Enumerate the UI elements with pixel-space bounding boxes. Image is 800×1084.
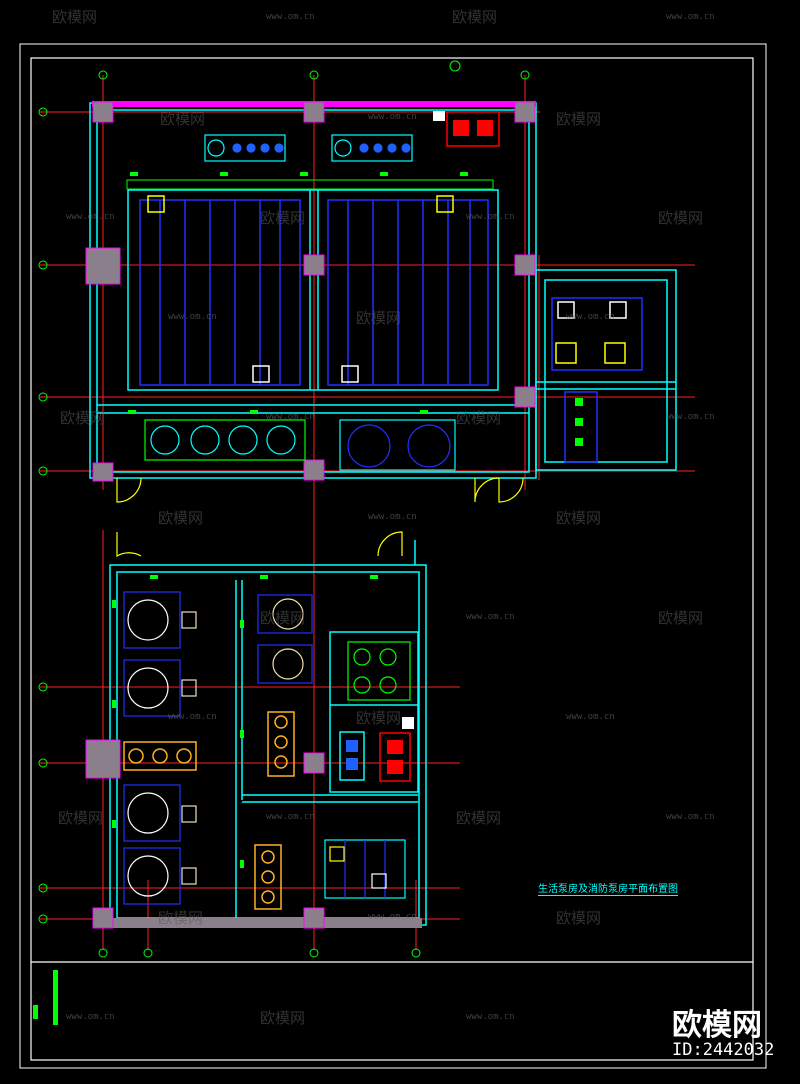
watermark-brand: 欧模网: [356, 309, 402, 327]
watermark-brand: 欧模网: [58, 809, 104, 827]
top-control-cabinets: [433, 111, 500, 147]
watermark-url: www.om.cn: [266, 12, 315, 22]
watermark-url: www.om.cn: [266, 412, 315, 422]
watermark-brand: 欧模网: [658, 609, 704, 627]
water-tank-1: [139, 199, 301, 386]
watermark-url: www.om.cn: [368, 512, 417, 522]
watermark-brand: 欧模网: [658, 209, 704, 227]
title-block-mark: [33, 970, 58, 1025]
doors: [116, 477, 524, 558]
watermark-brand: 欧模网: [158, 509, 204, 527]
lower-control-cabinets: [339, 717, 414, 782]
watermark-url: www.om.cn: [666, 812, 715, 822]
watermark-brand: 欧模网: [556, 509, 602, 527]
watermark-url: www.om.cn: [666, 412, 715, 422]
watermark-url: www.om.cn: [168, 312, 217, 322]
watermark-brand: 欧模网: [556, 909, 602, 927]
top-pump-skids: [204, 134, 413, 162]
lower-base-slab: [102, 918, 422, 928]
watermark-url: www.om.cn: [368, 112, 417, 122]
watermark-brand: 欧模网: [456, 809, 502, 827]
pump-column-orange: [254, 711, 295, 910]
watermark-url: www.om.cn: [466, 212, 515, 222]
watermark-brand: 欧模网: [456, 409, 502, 427]
brand-logo: 欧模网: [672, 1008, 762, 1043]
watermark-url: www.om.cn: [466, 612, 515, 622]
pump-bay-left: [144, 419, 306, 461]
watermark-url: www.om.cn: [368, 912, 417, 922]
axis-bubbles: [38, 60, 530, 958]
tank-manholes: [147, 195, 454, 383]
fire-pumps-middle: [257, 594, 313, 684]
watermark-url: www.om.cn: [466, 1012, 515, 1022]
fire-pumps-left: [123, 591, 197, 905]
watermark-url: www.om.cn: [266, 812, 315, 822]
watermark-url: www.om.cn: [66, 1012, 115, 1022]
watermark-brand: 欧模网: [158, 909, 204, 927]
watermark-brand: 欧模网: [356, 709, 402, 727]
watermark-brand: 欧模网: [260, 609, 306, 627]
watermark-url: www.om.cn: [168, 712, 217, 722]
booster-pump-set: [347, 641, 411, 701]
watermark-url: www.om.cn: [666, 12, 715, 22]
structural-columns: [85, 101, 536, 929]
drawing-frame: [19, 43, 767, 1069]
pump-row-orange: [123, 741, 197, 771]
watermark-brand: 欧模网: [160, 110, 206, 128]
upper-room-walls: [89, 102, 677, 479]
watermark-brand: 欧模网: [52, 8, 98, 26]
lower-water-tank: [324, 839, 406, 899]
dimension-ticks: [112, 172, 468, 868]
watermark-brand: 欧模网: [556, 110, 602, 128]
pump-bay-right: [339, 419, 456, 471]
watermark-url: www.om.cn: [66, 212, 115, 222]
watermark-brand: 欧模网: [452, 8, 498, 26]
watermark-url: www.om.cn: [566, 312, 615, 322]
water-tank-2: [327, 199, 489, 386]
brand-id-label: ID:2442032: [672, 1040, 775, 1060]
annex-valves: [575, 398, 583, 446]
drawing-title: 生活泵房及消防泵房平面布置图: [538, 880, 678, 896]
watermark-brand: 欧模网: [60, 409, 106, 427]
watermark-url: www.om.cn: [566, 712, 615, 722]
annex-equipment: [551, 297, 643, 463]
watermark-brand: 欧模网: [260, 1009, 306, 1027]
watermark-brand: 欧模网: [260, 209, 306, 227]
